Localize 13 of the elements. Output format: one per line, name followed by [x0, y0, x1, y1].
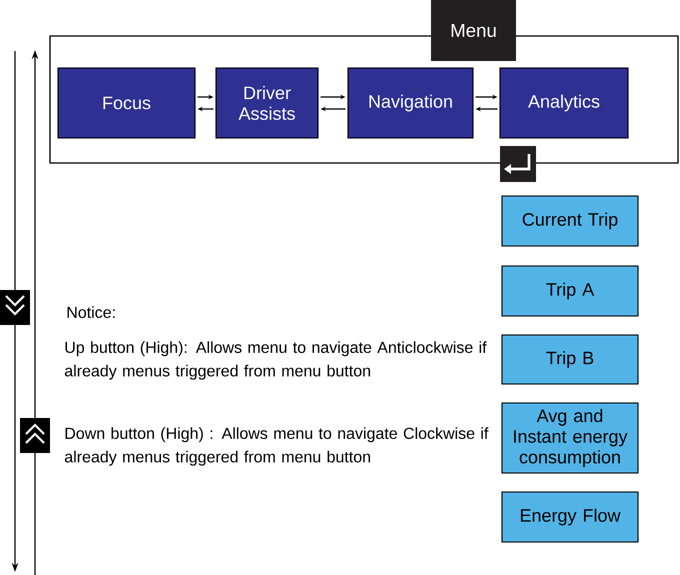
process-box: Driver Assists — [215, 67, 319, 139]
menu-item-box: Current Trip — [501, 195, 639, 247]
process-box: Analytics — [499, 67, 629, 139]
note-text: Up button (High): Allows menu to navigate Anticlockwise if already menus triggered from menu button — [64, 341, 487, 380]
menu-item-box: Trip A — [501, 265, 639, 317]
menu-item-box: Trip B — [501, 334, 639, 385]
process-box: Navigation — [347, 67, 474, 139]
menu-item-box: Avg and Instant energy consumption — [501, 402, 639, 474]
process-box: Focus — [57, 67, 196, 139]
menu-item-box: Energy Flow — [501, 491, 639, 543]
notice-heading: Notice: — [68, 306, 115, 318]
menu-heading: Menu — [431, 0, 516, 61]
note-text: Down button (High) : Allows menu to navigate Clockwise if already menus triggered from menu button — [64, 427, 488, 466]
